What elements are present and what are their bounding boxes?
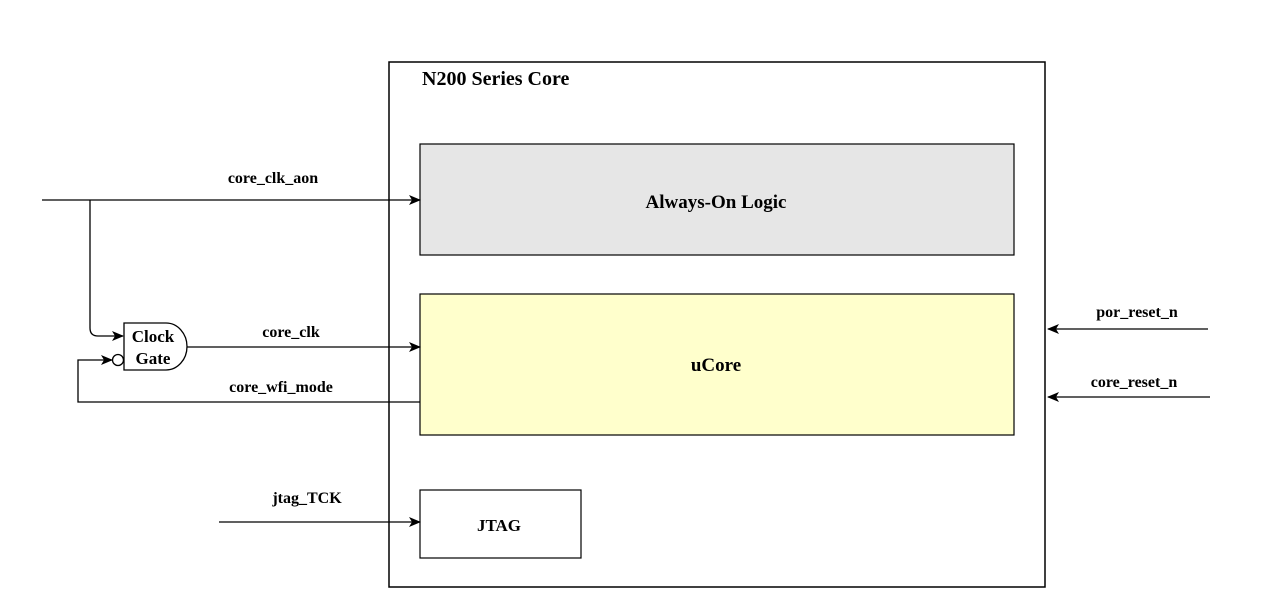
core-title: N200 Series Core — [422, 68, 569, 90]
clock-gate-input-wire — [89, 200, 124, 341]
always-on-logic-label: Always-On Logic — [646, 192, 787, 213]
jtag-block — [419, 489, 582, 559]
clock-gate-label-line1: Clock — [132, 327, 175, 346]
core-reset-n-label: core_reset_n — [1091, 374, 1178, 391]
clock-gate — [123, 322, 188, 371]
clock-gate-label-line2: Gate — [136, 349, 171, 368]
core-wfi-mode-label: core_wfi_mode — [229, 379, 333, 396]
jtag-tck-label: jtag_TCK — [271, 490, 342, 507]
core-clk-label: core_clk — [262, 324, 320, 341]
core-wfi-mode-wire — [77, 355, 420, 403]
ucore-label: uCore — [691, 355, 741, 376]
core-clk-aon-label: core_clk_aon — [228, 170, 318, 187]
jtag-label: JTAG — [477, 516, 521, 535]
por-reset-n-label: por_reset_n — [1096, 304, 1178, 321]
clock-gate-inverter-bubble — [111, 353, 125, 367]
ucore-block — [419, 293, 1015, 436]
always-on-logic-block — [419, 143, 1015, 256]
